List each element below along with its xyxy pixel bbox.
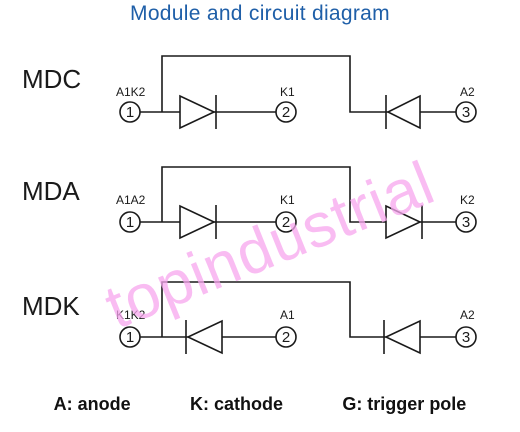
legend-cathode: K: cathode	[189, 394, 283, 414]
legend: A: anode K: cathode G: trigger pole	[0, 394, 520, 415]
pin-circle	[275, 211, 297, 233]
pin-circle	[119, 101, 141, 123]
diode-reverse	[186, 319, 223, 355]
pin-label: A2	[460, 308, 475, 322]
pin-label: A1	[280, 308, 295, 322]
pin-circle	[275, 326, 297, 348]
page-title: Module and circuit diagram	[130, 2, 390, 25]
module-mdc: MDC A1K2 K1 A2 1 2 3	[22, 55, 477, 130]
pin-label: K2	[460, 193, 475, 207]
pin-circle	[455, 326, 477, 348]
diode-reverse	[386, 94, 421, 130]
pin-label: A1A2	[116, 193, 146, 207]
pin-circle	[275, 101, 297, 123]
pin-number: 2	[282, 329, 290, 346]
diode-reverse	[384, 319, 421, 355]
legend-trigger: G: trigger pole	[342, 394, 467, 414]
pin-number: 3	[462, 329, 470, 346]
pin-circle	[119, 326, 141, 348]
pin-number: 1	[126, 214, 134, 231]
module-mda: MDA A1A2 K1 K2 1 2 3	[22, 166, 477, 240]
legend-anode: A: anode	[53, 394, 131, 414]
pin-label: A2	[460, 85, 475, 99]
pin-label: A1K2	[116, 85, 146, 99]
diode-forward	[179, 94, 216, 130]
pin-label: K1	[280, 85, 295, 99]
module-mdk: MDK K1K2 A1 A2 1 2 3	[22, 281, 477, 355]
module-name: MDC	[22, 64, 81, 94]
pin-circle	[455, 211, 477, 233]
pin-number: 2	[282, 104, 290, 121]
diode-forward	[179, 204, 216, 240]
pin-label: K1K2	[116, 308, 146, 322]
pin-label: K1	[280, 193, 295, 207]
pin-circle	[455, 101, 477, 123]
pin-number: 3	[462, 214, 470, 231]
pin-number: 1	[126, 329, 134, 346]
pin-circle	[119, 211, 141, 233]
diode-forward	[385, 204, 422, 240]
pin-number: 3	[462, 104, 470, 121]
module-name: MDA	[22, 176, 80, 206]
pin-number: 1	[126, 104, 134, 121]
pin-number: 2	[282, 214, 290, 231]
module-name: MDK	[22, 291, 80, 321]
